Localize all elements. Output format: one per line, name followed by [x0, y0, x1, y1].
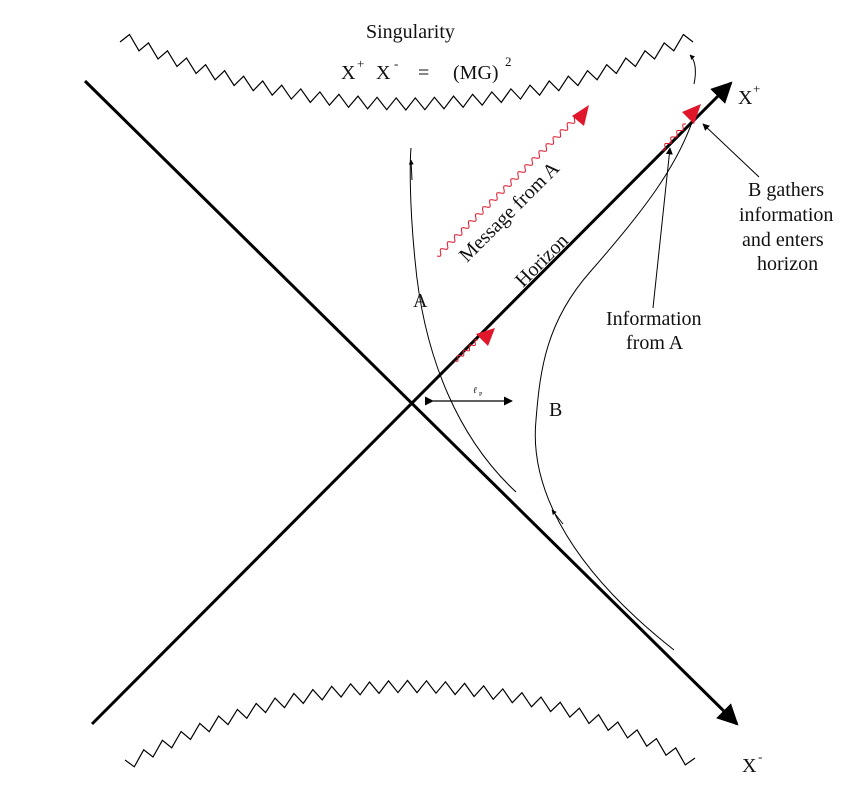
x-minus-axis [83, 79, 739, 726]
x-plus-label: X [738, 87, 753, 109]
worldline-b-arrow-low [551, 509, 564, 525]
small-message-arrowhead [476, 328, 495, 346]
planck-length-sub: P [479, 392, 483, 398]
eq-minus-sup: - [394, 56, 398, 71]
worldline-a-label: A [413, 290, 428, 312]
b-gathers-line2: information [739, 204, 833, 226]
worldline-b-arrow-high [689, 54, 696, 85]
horizon-label: Horizon [511, 230, 573, 292]
x-minus-label: X [742, 755, 757, 777]
eq-x-minus: X [376, 62, 391, 84]
horizon-arrowhead [682, 104, 701, 124]
eq-equals: = [418, 62, 429, 84]
information-pointer [652, 147, 673, 309]
information-label-line2: from A [626, 332, 684, 354]
worldline-a-arrow [408, 159, 414, 181]
top-singularity [119, 33, 694, 111]
horizon-message-wave [661, 123, 687, 151]
message-wave [436, 115, 579, 257]
eq-plus-sup: + [357, 56, 364, 71]
bottom-singularity [124, 679, 696, 768]
small-message-wave [454, 339, 479, 362]
x-plus-sup: + [753, 81, 760, 96]
worldline-a [409, 147, 517, 493]
eq-exponent: 2 [505, 54, 512, 69]
eq-x-plus: X [341, 62, 356, 84]
singularity-label: Singularity [366, 21, 455, 43]
b-gathers-pointer [702, 123, 760, 178]
planck-length-label: ℓ [473, 385, 477, 395]
singularity-equation: X + X - = (MG) 2 [341, 54, 512, 84]
b-gathers-line4: horizon [757, 253, 818, 275]
message-arrowhead [572, 105, 589, 126]
b-gathers-line3: and enters [742, 229, 824, 251]
x-minus-sup: - [758, 749, 762, 764]
worldline-b-label: B [549, 399, 562, 421]
worldline-b [534, 109, 697, 651]
information-label-line1: Information [606, 308, 702, 330]
eq-mg: (MG) [453, 62, 499, 84]
b-gathers-line1: B gathers [748, 179, 824, 201]
